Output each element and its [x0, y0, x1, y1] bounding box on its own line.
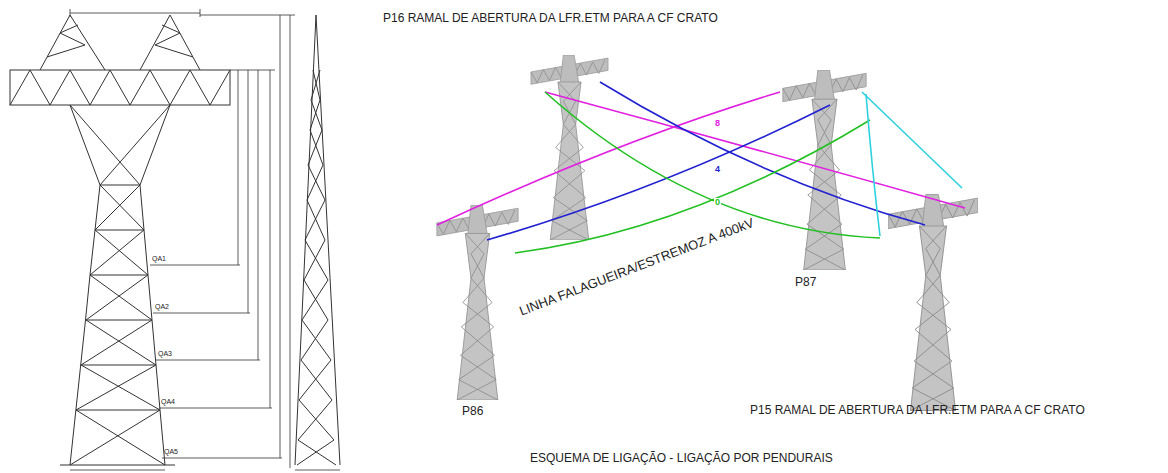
level-label: QA5: [164, 448, 178, 456]
phase-number: 4: [714, 165, 721, 175]
level-label: QA4: [161, 398, 175, 406]
level-label: QA2: [155, 303, 169, 311]
ramal-note: P15 RAMAL DE ABERTURA DA LFR.ETM PARA A …: [750, 404, 1085, 417]
caption: ESQUEMA DE LIGAÇÃO - LIGAÇÃO POR PENDURA…: [530, 452, 833, 465]
tower-number: P86: [462, 405, 483, 418]
ramal-note: P16 RAMAL DE ABERTURA DA LFR.ETM PARA A …: [383, 12, 718, 25]
phase-number: 8: [714, 119, 721, 129]
phase-number: 0: [714, 198, 721, 208]
level-label: QA1: [152, 255, 166, 263]
level-label: QA3: [158, 350, 172, 358]
tower-number: P87: [795, 276, 816, 289]
